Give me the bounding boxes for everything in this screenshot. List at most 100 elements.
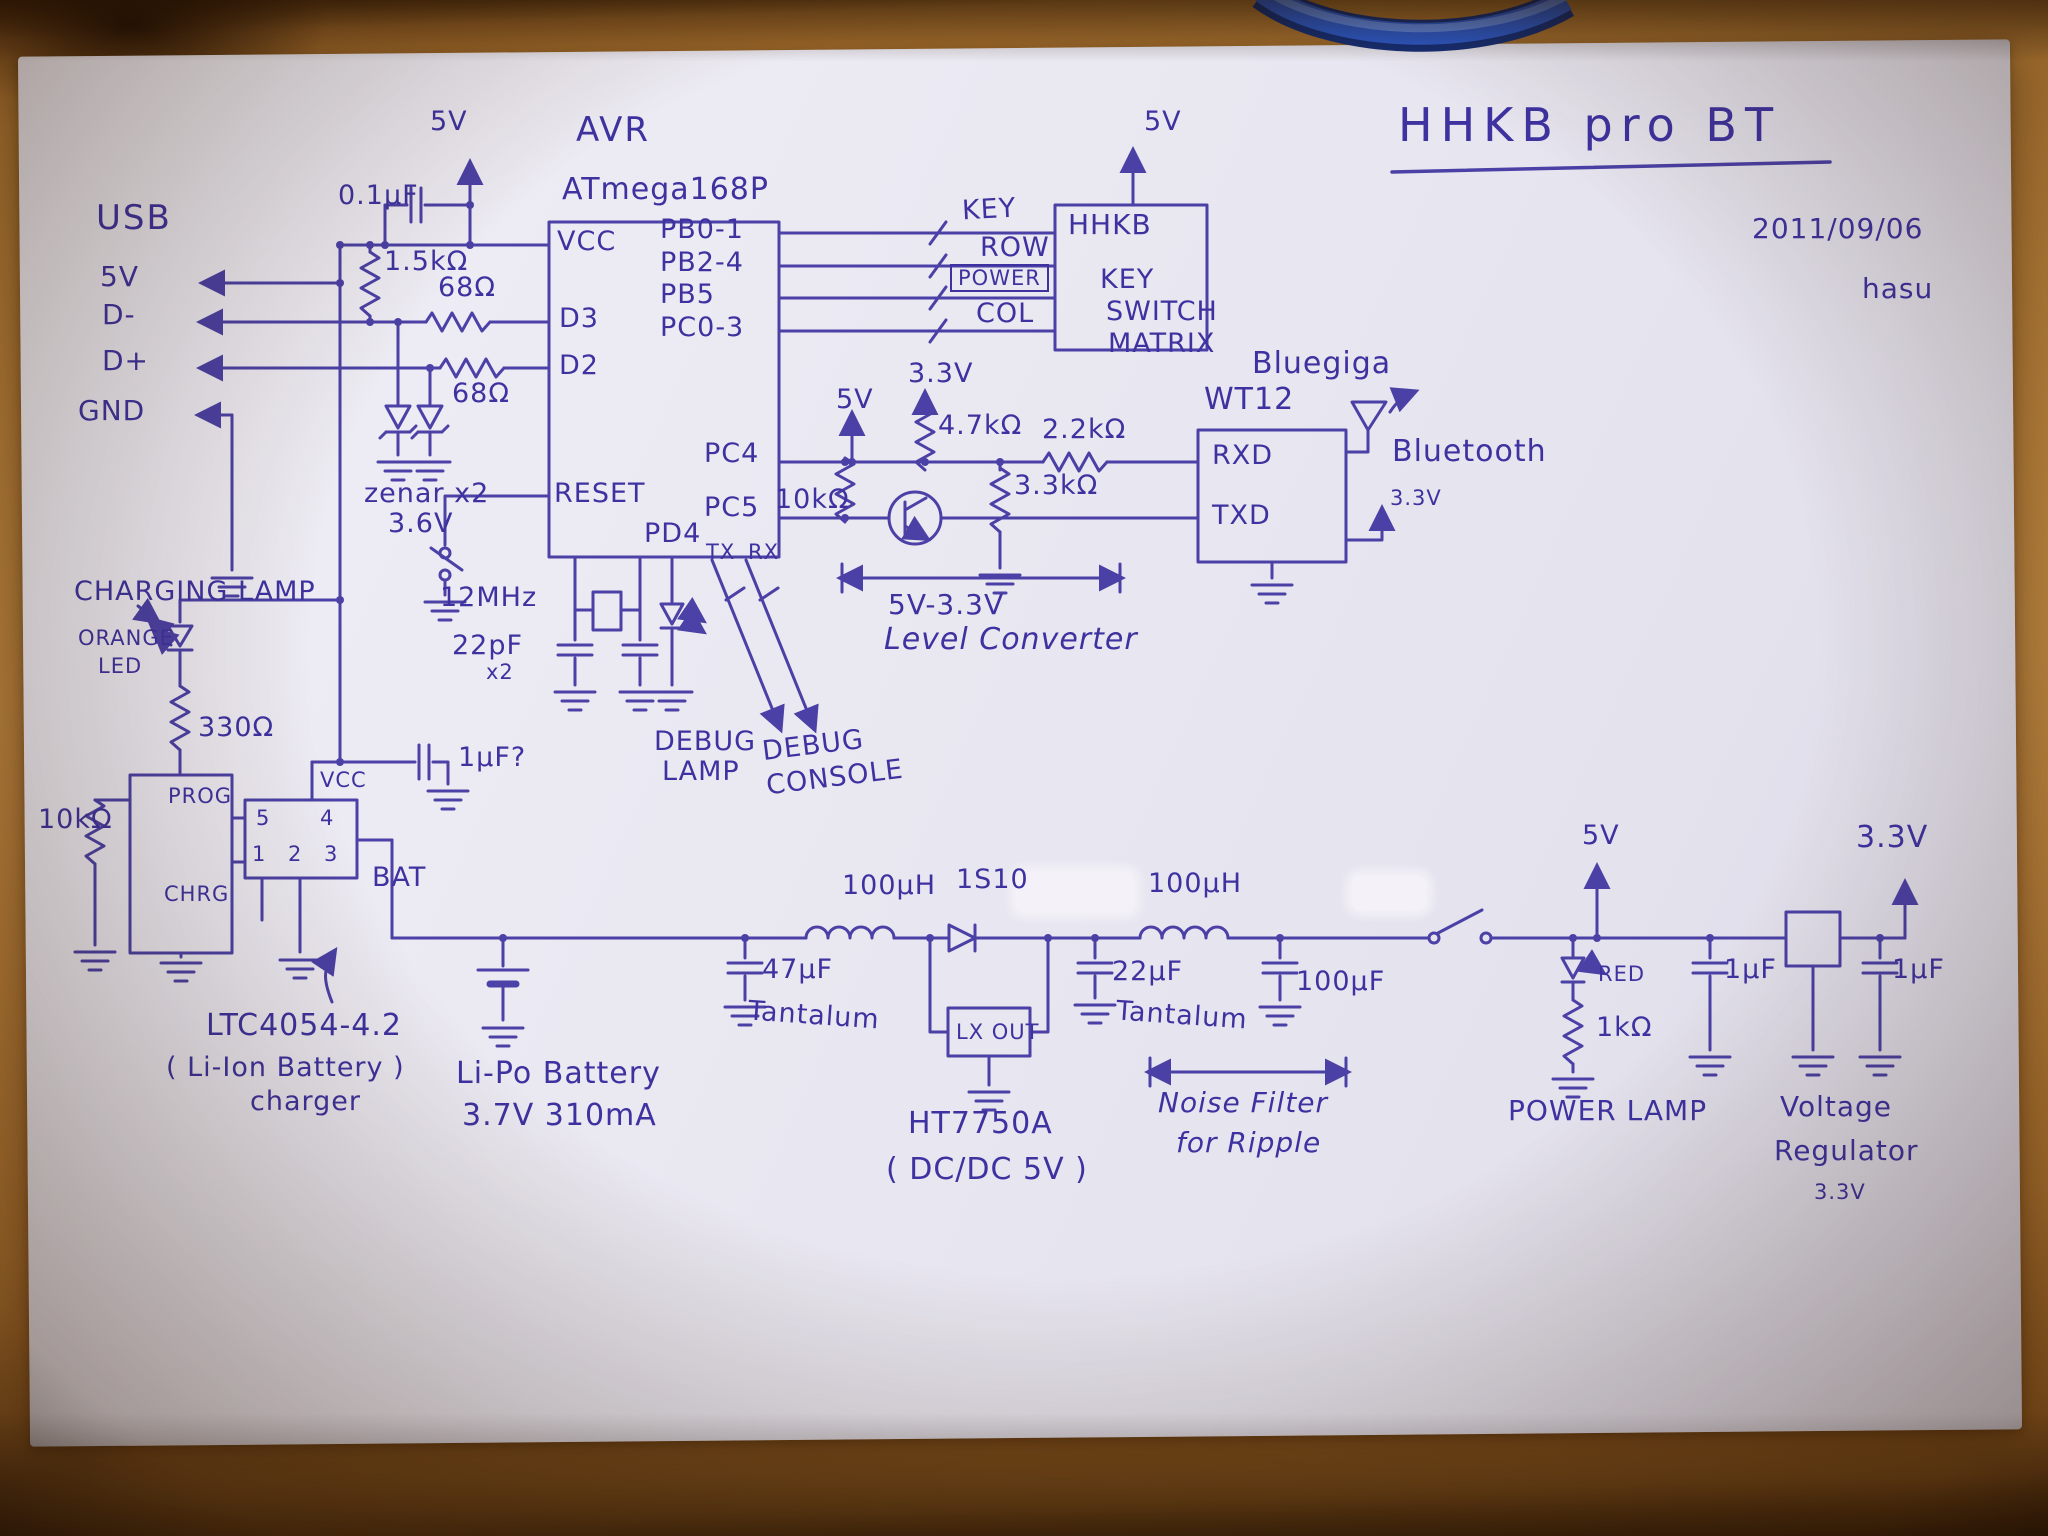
cout-type: Tantalum [1115, 995, 1249, 1036]
regulator-caption-3: 3.3V [1814, 1180, 1866, 1204]
pin-txd: TXD [1212, 500, 1271, 531]
zener-label: zenar x2 [364, 478, 490, 509]
pin-d3: D3 [559, 303, 599, 334]
page-title: HHKB pro BT [1398, 98, 1782, 152]
charger-caption-1: ( Li-Ion Battery ) [166, 1052, 405, 1083]
red-led-label: RED [1598, 962, 1646, 986]
charging-lamp-caption: CHARGING LAMP [74, 576, 316, 607]
cin-type: Tantalum [747, 995, 881, 1036]
cout2-value: 100µF [1296, 966, 1386, 997]
power-lamp-caption: POWER LAMP [1508, 1094, 1708, 1127]
regulator-caption-1: Voltage [1780, 1090, 1893, 1123]
pin-rx: RX [748, 540, 779, 564]
avr-part: ATmega168P [562, 172, 769, 207]
lamp-5v-label: 5V [1582, 820, 1620, 851]
bypass-cap-value: 0.1µF [338, 180, 419, 211]
usb-5v-label: 5V [100, 260, 139, 293]
pin-rxd: RXD [1212, 440, 1274, 471]
lc-10k-value: 10kΩ [775, 484, 850, 515]
regulator-caption-2: Regulator [1774, 1134, 1919, 1167]
wt12-33v-label: 3.3V [1390, 486, 1442, 510]
lamp-resistor-value: 1kΩ [1596, 1012, 1653, 1043]
cin-value: 47µF [762, 954, 834, 985]
debug-lamp-label-2: LAMP [662, 756, 740, 787]
bus-power-label: POWER [950, 264, 1049, 292]
orange-led-label-2: LED [98, 654, 143, 678]
dminus-resistor-value: 68Ω [438, 272, 496, 303]
orange-led-label-1: ORANGE [78, 626, 174, 650]
dplus-resistor-value: 68Ω [452, 378, 510, 409]
chrg-pin-label: CHRG [164, 882, 230, 906]
inductor2-value: 100µH [1148, 868, 1243, 899]
battery-label-2: 3.7V 310mA [462, 1098, 657, 1133]
avr-5v-label: 5V [430, 106, 468, 137]
charger-vcc-label: VCC [320, 768, 367, 792]
lx-out-label: LX OUT [956, 1020, 1040, 1044]
pin-pc4: PC4 [704, 438, 760, 469]
reg-cap1-value: 1µF [1724, 954, 1777, 985]
hhkb-box-line3: MATRIX [1108, 328, 1216, 359]
charger-bat-label: BAT [372, 862, 427, 893]
charger-caption-2: charger [250, 1086, 361, 1117]
pin-pb5: PB5 [660, 279, 715, 310]
charger-part: LTC4054-4.2 [206, 1008, 402, 1043]
cout-value: 22µF [1112, 956, 1184, 987]
r330-value: 330Ω [198, 712, 275, 743]
bus-col-label: COL [976, 298, 1035, 329]
noise-filter-label-2: for Ripple [1176, 1126, 1322, 1159]
lc-5v-label: 5V [836, 384, 874, 415]
pin-tx: TX [706, 540, 736, 564]
pin-vcc: VCC [557, 226, 617, 257]
pin-pb24: PB2-4 [660, 247, 744, 278]
pin-pd4: PD4 [644, 518, 702, 549]
lc-33k-value: 3.3kΩ [1014, 470, 1099, 501]
author-label: hasu [1862, 272, 1934, 305]
pin-pc5: PC5 [704, 492, 760, 523]
diode-value: 1S10 [956, 864, 1029, 895]
lc-47k-value: 4.7kΩ [938, 410, 1023, 441]
date-label: 2011/09/06 [1752, 212, 1924, 245]
pin-number-4: 4 [320, 806, 335, 830]
crystal-value: 12MHz [440, 582, 538, 613]
hhkb-5v-label: 5V [1144, 106, 1182, 137]
dcdc-caption: ( DC/DC 5V ) [886, 1152, 1088, 1187]
avr-title: AVR [576, 110, 650, 150]
inductor1-value: 100µH [842, 870, 937, 901]
dcdc-part: HT7750A [908, 1106, 1053, 1141]
lc-33v-label: 3.3V [908, 358, 974, 389]
hhkb-box-line2: SWITCH [1106, 296, 1218, 327]
bluegiga-label: Bluegiga [1252, 346, 1392, 381]
pin-number-5: 5 [256, 806, 271, 830]
crystal-cap-value: 22pF [452, 630, 524, 661]
pin-number-1: 1 [252, 842, 267, 866]
crystal-cap-qty: x2 [486, 660, 514, 684]
lc-caption: Level Converter [884, 622, 1138, 657]
pin-number-3: 3 [324, 842, 339, 866]
hhkb-name: HHKB [1068, 208, 1152, 241]
pin-d2: D2 [559, 350, 599, 381]
bus-key-label: KEY [961, 192, 1018, 227]
usb-dminus-label: D- [102, 298, 136, 331]
pin-pb01: PB0-1 [660, 214, 744, 245]
pin-reset: RESET [554, 478, 646, 509]
bluetooth-label: Bluetooth [1392, 434, 1547, 469]
debug-lamp-label-1: DEBUG [654, 726, 757, 757]
usb-gnd-label: GND [78, 394, 146, 427]
pin-pc03: PC0-3 [660, 312, 745, 343]
usb-title: USB [96, 198, 172, 238]
usb-dplus-label: D+ [102, 344, 150, 377]
charger-10k-value: 10kΩ [38, 804, 113, 835]
prog-pin-label: PROG [168, 784, 233, 808]
battery-label-1: Li-Po Battery [456, 1056, 661, 1091]
lc-22k-value: 2.2kΩ [1042, 414, 1127, 445]
zener-voltage: 3.6V [388, 508, 454, 539]
wt12-label: WT12 [1204, 382, 1295, 417]
charger-cap-value: 1µF? [458, 742, 527, 773]
noise-filter-label-1: Noise Filter [1158, 1086, 1328, 1119]
reg-33v-label: 3.3V [1856, 820, 1929, 855]
bus-row-label: ROW [980, 232, 1050, 263]
hhkb-box-line1: KEY [1100, 264, 1155, 295]
lc-range-label: 5V-3.3V [888, 588, 1005, 621]
